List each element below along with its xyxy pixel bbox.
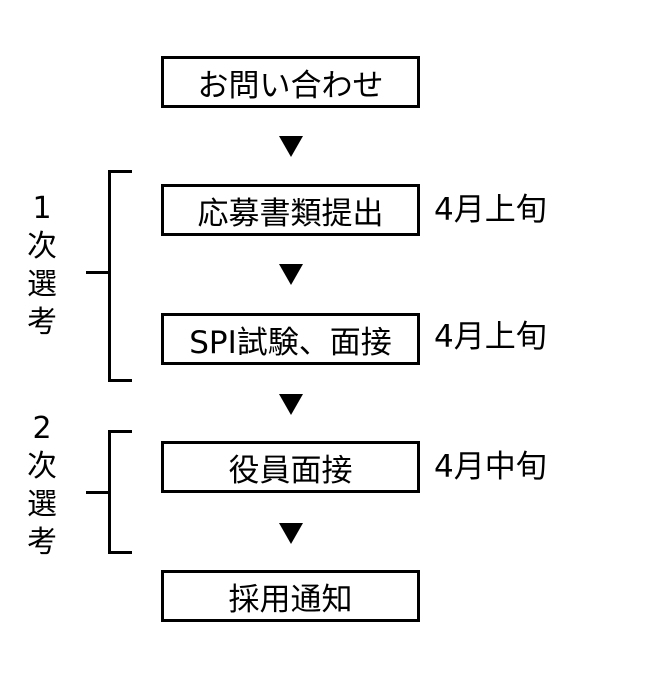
step-application-submission: 応募書類提出 xyxy=(161,184,420,236)
stage-1-char: 次 xyxy=(27,229,57,264)
stage-1-number: 1 xyxy=(32,191,52,226)
step-executive-interview: 役員面接 xyxy=(161,441,420,493)
stage-2-bracket-tick xyxy=(86,491,108,494)
down-arrow-icon xyxy=(279,264,303,285)
step-application-submission-timing: 4月上旬 xyxy=(434,192,547,228)
stage-2-char: 次 xyxy=(27,449,57,484)
stage-1-bracket xyxy=(108,170,132,382)
down-arrow-icon xyxy=(279,136,303,157)
step-spi-test-interview-label: SPI試験、面接 xyxy=(189,324,392,361)
step-application-submission-label: 応募書類提出 xyxy=(197,195,384,232)
stage-1-bracket-tick xyxy=(86,271,108,274)
stage-2-char: 選 xyxy=(27,487,57,522)
stage-1-char: 選 xyxy=(27,267,57,302)
stage-2-char: 考 xyxy=(27,525,57,560)
step-executive-interview-timing: 4月中旬 xyxy=(434,449,547,485)
step-hiring-notice-label: 採用通知 xyxy=(228,581,353,618)
down-arrow-icon xyxy=(279,523,303,544)
step-executive-interview-label: 役員面接 xyxy=(228,452,353,489)
stage-2-bracket xyxy=(108,430,132,554)
step-inquiry-label: お問い合わせ xyxy=(197,67,384,104)
step-hiring-notice: 採用通知 xyxy=(161,570,420,622)
stage-1-char: 考 xyxy=(27,305,57,340)
down-arrow-icon xyxy=(279,394,303,415)
step-spi-test-interview: SPI試験、面接 xyxy=(161,313,420,365)
stage-2-number: 2 xyxy=(32,411,52,446)
step-spi-test-interview-timing: 4月上旬 xyxy=(434,319,547,355)
stage-2-label: 2 次 選 考 xyxy=(22,410,62,562)
step-inquiry: お問い合わせ xyxy=(161,56,420,108)
stage-1-label: 1 次 選 考 xyxy=(22,190,62,342)
